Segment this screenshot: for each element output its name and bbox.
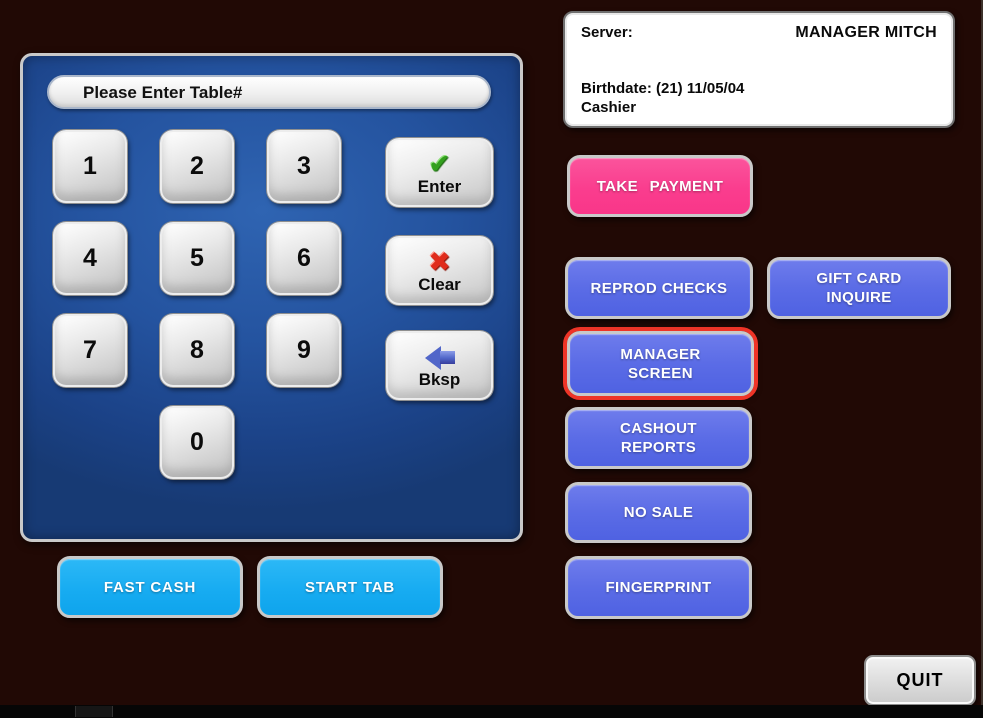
bottom-taskbar-strip (0, 705, 983, 718)
key-6[interactable]: 6 (267, 222, 341, 295)
taskbar-notch (75, 706, 113, 717)
enter-button[interactable]: ✔ Enter (386, 138, 493, 207)
key-2[interactable]: 2 (160, 130, 234, 203)
reprod-checks-button[interactable]: REPROD CHECKS (565, 257, 753, 319)
backspace-button-label: Bksp (418, 369, 461, 389)
cashout-reports-button[interactable]: CASHOUT REPORTS (565, 407, 752, 469)
key-1[interactable]: 1 (53, 130, 127, 203)
screen-edge-line (981, 0, 983, 705)
take-payment-button[interactable]: TAKE PAYMENT (567, 155, 753, 217)
manager-screen-button[interactable]: MANAGER SCREEN (567, 331, 754, 396)
quit-label: QUIT (896, 670, 944, 690)
key-7[interactable]: 7 (53, 314, 127, 387)
server-label: Server: (581, 24, 633, 41)
blue-left-arrow-icon (424, 345, 455, 371)
server-role: Cashier (581, 99, 637, 116)
fast-cash-label: FAST CASH (103, 578, 197, 596)
table-number-display: Please Enter Table# (47, 75, 491, 109)
no-sale-label: NO SALE (623, 504, 694, 521)
manager-screen-label-line1: MANAGER (620, 345, 701, 363)
cashout-reports-label-line1: CASHOUT (620, 420, 697, 437)
enter-button-label: Enter (417, 177, 462, 197)
cashout-reports-label-line2: REPORTS (620, 439, 697, 456)
reprod-checks-label: REPROD CHECKS (590, 279, 728, 297)
take-payment-label: TAKE PAYMENT (596, 177, 724, 195)
red-x-icon: ✖ (428, 247, 451, 279)
gift-card-inquire-label-line1: GIFT CARD (816, 270, 902, 287)
key-0[interactable]: 0 (160, 406, 234, 479)
key-9[interactable]: 9 (267, 314, 341, 387)
backspace-button[interactable]: Bksp (386, 331, 493, 400)
server-info-panel: Server: MANAGER MITCH Birthdate: (21) 11… (563, 11, 955, 128)
server-name: MANAGER MITCH (795, 24, 937, 41)
server-birthdate: Birthdate: (21) 11/05/04 (581, 80, 745, 97)
key-3[interactable]: 3 (267, 130, 341, 203)
start-tab-label: START TAB (305, 578, 395, 596)
fingerprint-label: FINGERPRINT (605, 579, 712, 596)
key-5[interactable]: 5 (160, 222, 234, 295)
table-number-keypad-panel: Please Enter Table# 1 2 3 4 5 6 7 8 9 0 … (20, 53, 523, 542)
gift-card-inquire-button[interactable]: GIFT CARD INQUIRE (767, 257, 951, 319)
gift-card-inquire-label-line2: INQUIRE (826, 289, 892, 306)
clear-button-label: Clear (418, 275, 461, 295)
key-4[interactable]: 4 (53, 222, 127, 295)
fingerprint-button[interactable]: FINGERPRINT (565, 556, 752, 619)
clear-button[interactable]: ✖ Clear (386, 236, 493, 305)
quit-button[interactable]: QUIT (864, 655, 976, 706)
fast-cash-button[interactable]: FAST CASH (57, 556, 243, 618)
key-8[interactable]: 8 (160, 314, 234, 387)
start-tab-button[interactable]: START TAB (257, 556, 443, 618)
green-checkmark-icon: ✔ (428, 149, 451, 181)
manager-screen-label-line2: SCREEN (628, 364, 693, 382)
no-sale-button[interactable]: NO SALE (565, 482, 752, 543)
